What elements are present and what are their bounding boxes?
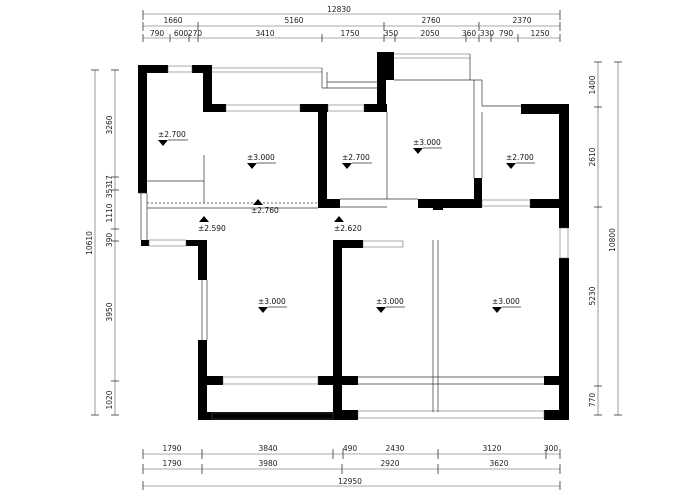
bottom-row2-dim: 3620 bbox=[489, 459, 508, 468]
right-overall-dim: 10800 bbox=[608, 228, 617, 252]
level-label: ±2.590 bbox=[198, 224, 226, 233]
top-row1-dim: 5160 bbox=[284, 16, 303, 25]
bottom-dimensions: 1790 3840 490 2430 3120 300 1790 3980 29… bbox=[142, 444, 561, 490]
level-label: ±2.620 bbox=[334, 224, 362, 233]
level-label: ±3.000 bbox=[492, 297, 520, 306]
top-row2-dim: 270 bbox=[188, 29, 203, 38]
left-overall-dim: 10610 bbox=[85, 231, 94, 255]
level-mark: ±2.620 bbox=[334, 216, 362, 233]
right-dimensions: 1400 2610 5230 770 10800 bbox=[588, 61, 622, 416]
level-label: ±3.000 bbox=[413, 138, 441, 147]
bottom-row1-dim: 1790 bbox=[162, 444, 181, 453]
level-mark: ±2.700 bbox=[506, 153, 535, 169]
top-overall-dim: 12830 bbox=[327, 5, 351, 14]
bottom-row1-dim: 2430 bbox=[385, 444, 404, 453]
right-seg-dim: 770 bbox=[588, 393, 597, 408]
level-marks: ±2.700 ±3.000 ±2.700 ±3.000 ±2.700 ±2.76… bbox=[158, 130, 535, 313]
left-seg-dim: 390 bbox=[105, 233, 114, 248]
level-label: ±3.000 bbox=[258, 297, 286, 306]
level-mark: ±2.700 bbox=[158, 130, 188, 146]
top-row1-dim: 2760 bbox=[421, 16, 440, 25]
level-label: ±3.000 bbox=[376, 297, 404, 306]
level-mark: ±2.700 bbox=[342, 153, 372, 169]
level-mark: ±2.590 bbox=[198, 216, 226, 233]
right-seg-dim: 2610 bbox=[588, 147, 597, 166]
left-seg-dim: 1020 bbox=[105, 390, 114, 409]
level-mark: ±3.000 bbox=[492, 297, 521, 313]
level-label: ±2.700 bbox=[342, 153, 370, 162]
right-seg-dim: 5230 bbox=[588, 286, 597, 305]
level-mark: ±2.760 bbox=[251, 199, 279, 215]
bottom-row1-dim: 490 bbox=[343, 444, 358, 453]
level-label: ±2.700 bbox=[158, 130, 186, 139]
top-row2-dim: 1250 bbox=[530, 29, 549, 38]
top-dimensions: 12830 1660 5160 2760 2370 790 600 270 34… bbox=[142, 5, 561, 42]
top-row2-dim: 3410 bbox=[255, 29, 274, 38]
bottom-row1-dim: 300 bbox=[544, 444, 559, 453]
thin-lines bbox=[138, 53, 569, 420]
bottom-row2-dim: 2920 bbox=[380, 459, 399, 468]
top-row1-dim: 2370 bbox=[512, 16, 531, 25]
bottom-row1-dim: 3840 bbox=[258, 444, 277, 453]
level-mark: ±3.000 bbox=[413, 138, 442, 154]
top-row2-dim: 360 bbox=[462, 29, 477, 38]
level-mark: ±3.000 bbox=[376, 297, 405, 313]
top-row2-dim: 790 bbox=[150, 29, 165, 38]
top-row2-dim: 600 bbox=[174, 29, 189, 38]
level-mark: ±3.000 bbox=[258, 297, 287, 313]
left-seg-dim: 3260 bbox=[105, 115, 114, 134]
top-row2-dim: 2050 bbox=[420, 29, 439, 38]
bottom-overall-dim: 12950 bbox=[338, 477, 362, 486]
left-seg-dim: 17 bbox=[105, 175, 114, 185]
top-row2-dim: 1750 bbox=[340, 29, 359, 38]
level-label: ±3.000 bbox=[247, 153, 275, 162]
level-label: ±2.700 bbox=[506, 153, 534, 162]
walls bbox=[138, 52, 569, 420]
top-row2-dim: 790 bbox=[499, 29, 514, 38]
level-mark: ±3.000 bbox=[247, 153, 276, 169]
bottom-row2-dim: 1790 bbox=[162, 459, 181, 468]
bottom-row2-dim: 3980 bbox=[258, 459, 277, 468]
top-row1-dim: 1660 bbox=[163, 16, 182, 25]
left-seg-dim: 3950 bbox=[105, 302, 114, 321]
left-dimensions: 10610 3260 353 17 1110 390 3950 1020 bbox=[85, 69, 119, 416]
top-row2-dim: 330 bbox=[480, 29, 495, 38]
left-seg-dim: 353 bbox=[105, 184, 114, 199]
right-seg-dim: 1400 bbox=[588, 75, 597, 94]
left-seg-dim: 1110 bbox=[105, 203, 114, 222]
bottom-row1-dim: 3120 bbox=[482, 444, 501, 453]
level-label: ±2.760 bbox=[251, 206, 279, 215]
top-row2-dim: 350 bbox=[384, 29, 399, 38]
